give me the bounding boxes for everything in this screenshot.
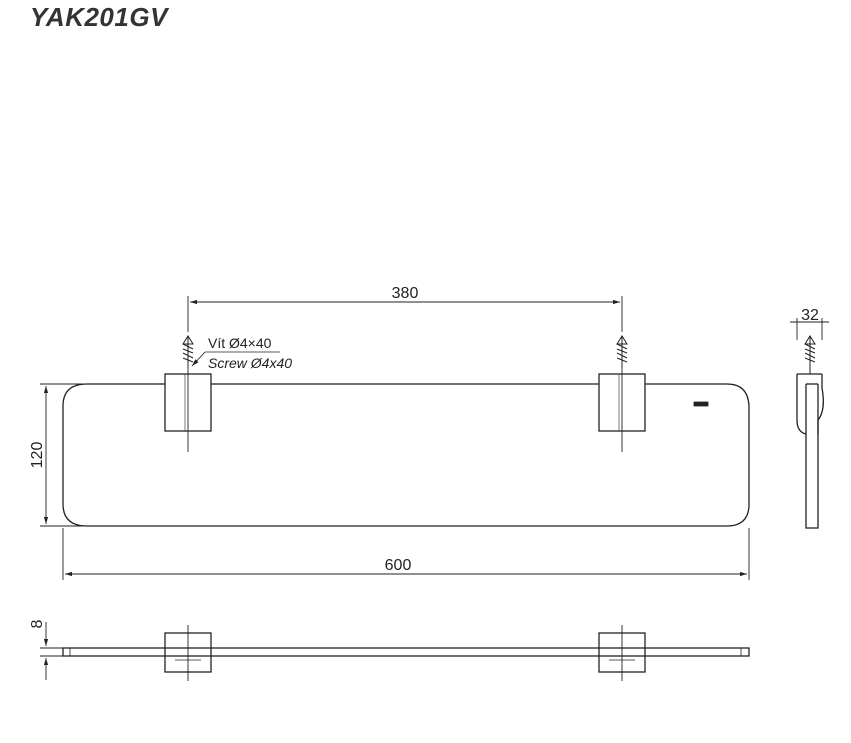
left-screw-icon <box>182 335 194 368</box>
dimension-8 <box>40 622 63 680</box>
bottom-view <box>62 625 750 681</box>
dimension-380 <box>187 296 623 332</box>
glass-shelf-edge <box>62 647 750 657</box>
dim-label-32: 32 <box>801 307 819 324</box>
dim-label-120: 120 <box>29 442 46 469</box>
dim-label-8: 8 <box>29 619 46 628</box>
screw-label-en: Screw Ø4x40 <box>208 355 292 371</box>
side-screw-icon <box>804 335 816 374</box>
glass-shelf-outline <box>62 383 750 527</box>
dimension-120 <box>40 383 86 527</box>
product-code-title: YAK201GV <box>30 2 168 32</box>
screw-label-vi: Vít Ø4×40 <box>208 335 272 351</box>
brand-mark-text: TOTO <box>696 402 707 407</box>
dimension-600 <box>62 528 750 580</box>
right-screw-icon <box>616 335 628 368</box>
dim-label-600: 600 <box>385 557 412 574</box>
dim-label-380: 380 <box>392 285 419 302</box>
dimension-32 <box>790 318 829 340</box>
brand-mark-icon <box>693 401 709 407</box>
front-view <box>62 335 750 527</box>
side-view <box>796 335 824 529</box>
